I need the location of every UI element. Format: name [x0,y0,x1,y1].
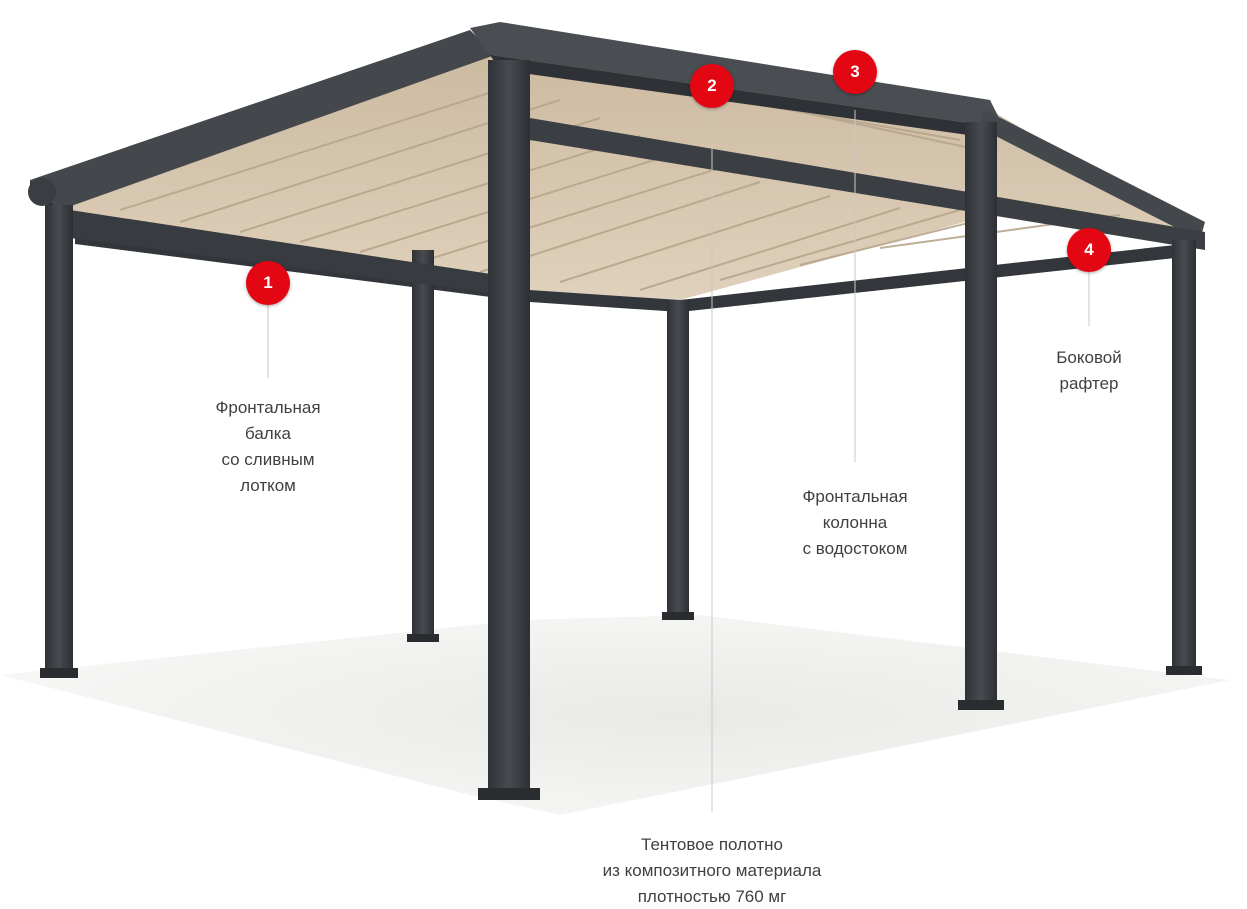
back-beam [75,228,1175,312]
caption-line: балка [245,424,291,443]
caption-front-column: Фронтальная колонна с водостоком [755,484,955,562]
caption-line: лотком [240,476,296,495]
front-right-post [965,122,997,707]
caption-line: Фронтальная [802,487,908,506]
caption-line: из композитного материала [602,861,822,880]
caption-line: плотностью 760 мг [637,887,787,906]
back-right-post [667,300,689,618]
marker-3[interactable]: 3 [833,50,877,94]
front-gutter-beam [470,22,1000,126]
floor-shadow [0,615,1230,815]
front-cross-beam [530,118,1205,250]
caption-front-beam: Фронтальная балка со сливным лотком [168,395,368,499]
right-rafter [980,110,1205,240]
caption-line: рафтер [1059,374,1119,393]
marker-2[interactable]: 2 [690,64,734,108]
caption-line: Фронтальная [215,398,321,417]
left-front-beam [48,210,530,298]
marker-1[interactable]: 1 [246,261,290,305]
marker-4[interactable]: 4 [1067,228,1111,272]
far-right-post [1172,240,1196,672]
front-left-post [45,205,73,675]
caption-side-rafter: Боковой рафтер [1029,345,1149,397]
caption-fabric: Тентовое полотно из композитного материа… [562,832,862,909]
back-left-post [412,250,434,640]
caption-line: Боковой [1056,348,1122,367]
caption-line: колонна [822,513,888,532]
leader-lines [267,100,1090,812]
caption-line: с водостоком [802,539,908,558]
caption-line: со сливным [221,450,315,469]
front-center-post [488,60,530,795]
left-rafter [30,30,495,210]
caption-line: Тентовое полотно [641,835,783,854]
